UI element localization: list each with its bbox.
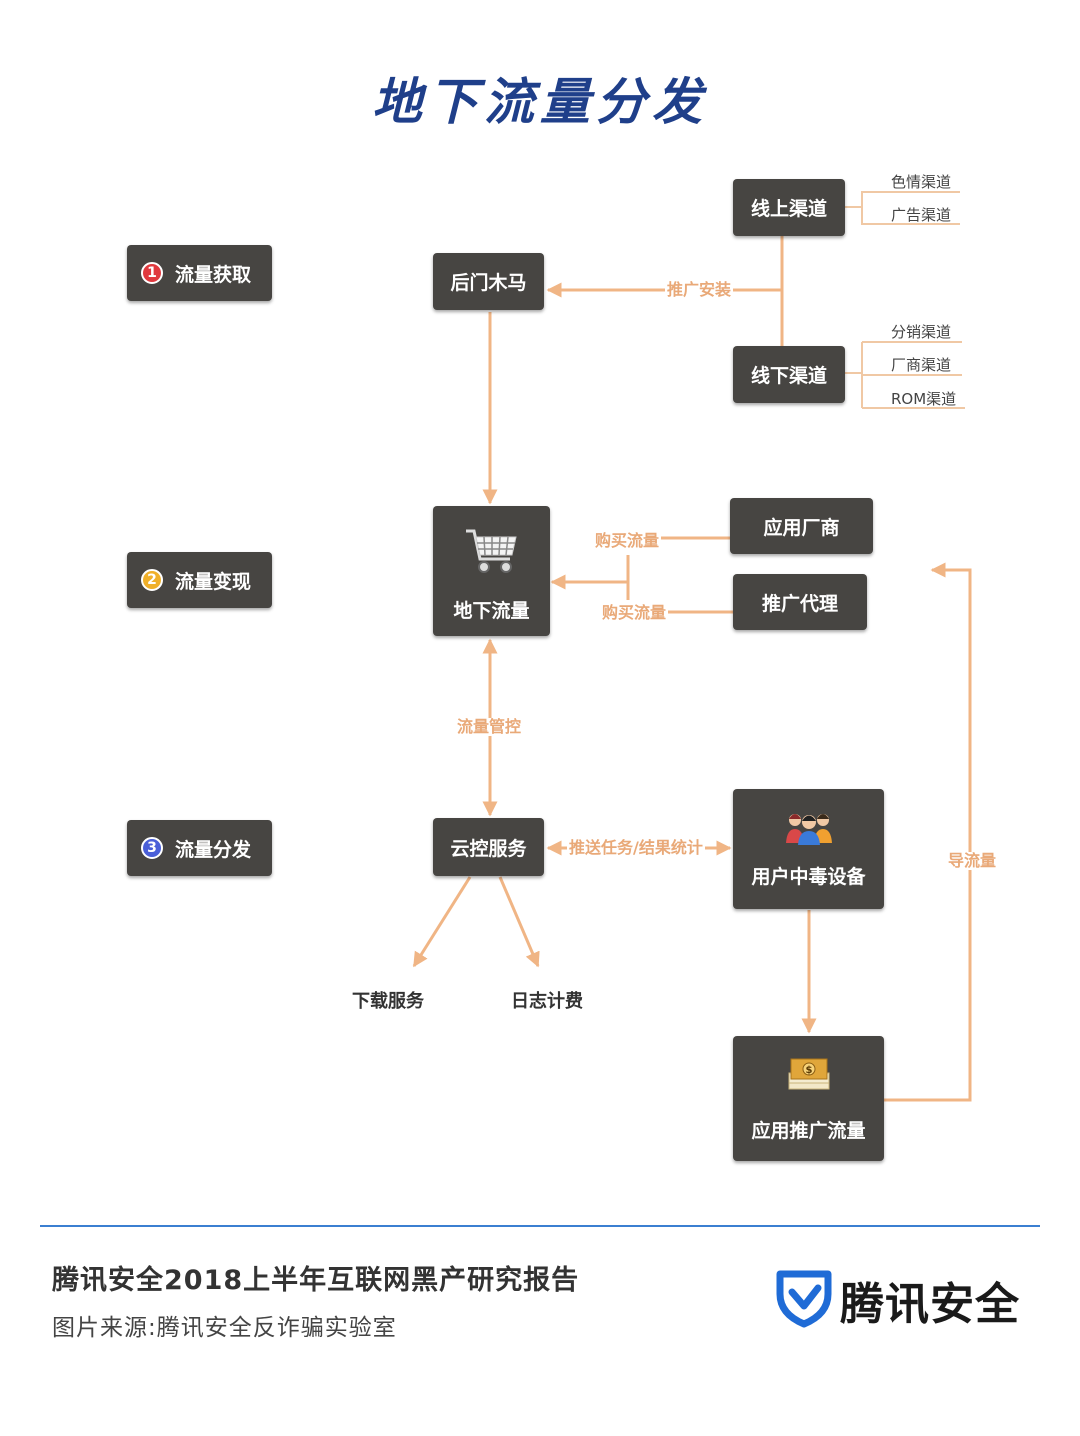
- push-install-label: 推广安装: [665, 280, 734, 299]
- stage-2-badge: 2 流量变现: [127, 552, 272, 608]
- backdoor-trojan-node: 后门木马: [433, 253, 544, 310]
- stage-1-badge: 1 流量获取: [127, 245, 272, 301]
- report-title: 腾讯安全2018上半年互联网黑产研究报告: [52, 1265, 580, 1296]
- online-bracket: [845, 191, 960, 208]
- app-promo-traffic-node: $ 应用推广流量: [733, 1036, 884, 1161]
- page-title: 地下流量分发: [372, 73, 708, 131]
- shield-icon: [776, 1268, 832, 1332]
- stage-2-number: 2: [141, 569, 163, 591]
- online-channel-node: 线上渠道: [733, 179, 845, 236]
- brand-logo: 腾讯安全: [776, 1268, 1020, 1332]
- underground-traffic-node: 地下流量: [433, 506, 550, 636]
- buy-traffic-label-1: 购买流量: [593, 531, 662, 550]
- infected-device-node: 用户中毒设备: [733, 789, 884, 909]
- guide-traffic-label: 导流量: [946, 851, 999, 870]
- users-icon: [783, 809, 835, 850]
- underground-traffic-label: 地下流量: [453, 600, 530, 622]
- offline-sub-vendor: 厂商渠道: [891, 356, 952, 374]
- log-arrow: [498, 876, 540, 968]
- offline-sub-distribution: 分销渠道: [891, 323, 952, 341]
- app-promo-traffic-label: 应用推广流量: [751, 1119, 866, 1142]
- download-arrow: [412, 876, 472, 968]
- footer-divider: [40, 1225, 1040, 1227]
- guide-flow-arrow: [884, 562, 972, 1102]
- stage-1-number: 1: [141, 262, 163, 284]
- infected-device-label: 用户中毒设备: [751, 866, 866, 888]
- money-icon: $: [787, 1055, 831, 1100]
- stage-3-badge: 3 流量分发: [127, 820, 272, 876]
- log-billing-label: 日志计费: [511, 991, 583, 1012]
- svg-text:$: $: [805, 1065, 812, 1076]
- stage-3-number: 3: [141, 837, 163, 859]
- brand-name: 腾讯安全: [840, 1279, 1020, 1330]
- push-task-label: 推送任务/结果统计: [567, 838, 705, 857]
- offline-channel-node: 线下渠道: [733, 346, 845, 403]
- stage-3-label: 流量分发: [175, 838, 252, 861]
- app-vendor-node: 应用厂商: [730, 498, 873, 554]
- stage-1-label: 流量获取: [175, 263, 252, 286]
- shopping-cart-icon: [464, 527, 520, 582]
- stage-2-label: 流量变现: [175, 570, 252, 593]
- cloud-control-node: 云控服务: [433, 818, 544, 876]
- promo-agent-node: 推广代理: [733, 574, 867, 630]
- download-service-label: 下载服务: [352, 991, 424, 1012]
- online-sub-ad: 广告渠道: [891, 206, 952, 224]
- offline-sub-rom: ROM渠道: [891, 390, 957, 408]
- traffic-control-label: 流量管控: [455, 717, 524, 736]
- online-sub-porn: 色情渠道: [891, 173, 952, 191]
- image-source: 图片来源:腾讯安全反诈骗实验室: [52, 1315, 397, 1341]
- buy-traffic-label-2: 购买流量: [600, 603, 669, 622]
